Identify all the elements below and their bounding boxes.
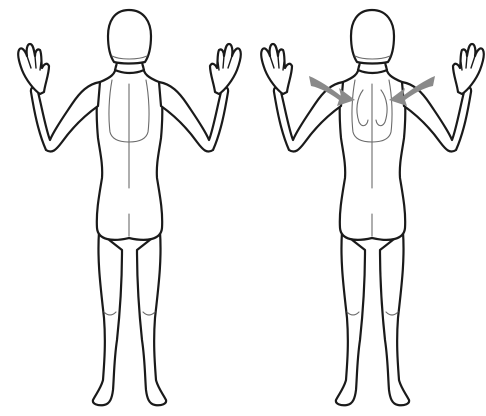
body-outline <box>18 10 241 405</box>
figure-relaxed <box>0 0 243 416</box>
right-hand <box>210 44 241 94</box>
right-leg <box>137 232 166 405</box>
left-leg <box>93 232 122 405</box>
body-outline <box>261 10 484 405</box>
figure-squeezed <box>243 0 486 416</box>
left-leg <box>336 232 365 405</box>
right-leg <box>380 232 409 405</box>
hair <box>108 10 151 64</box>
left-hand <box>18 44 49 94</box>
left-hand <box>261 44 292 94</box>
right-hand <box>453 44 484 94</box>
hair <box>351 10 394 64</box>
